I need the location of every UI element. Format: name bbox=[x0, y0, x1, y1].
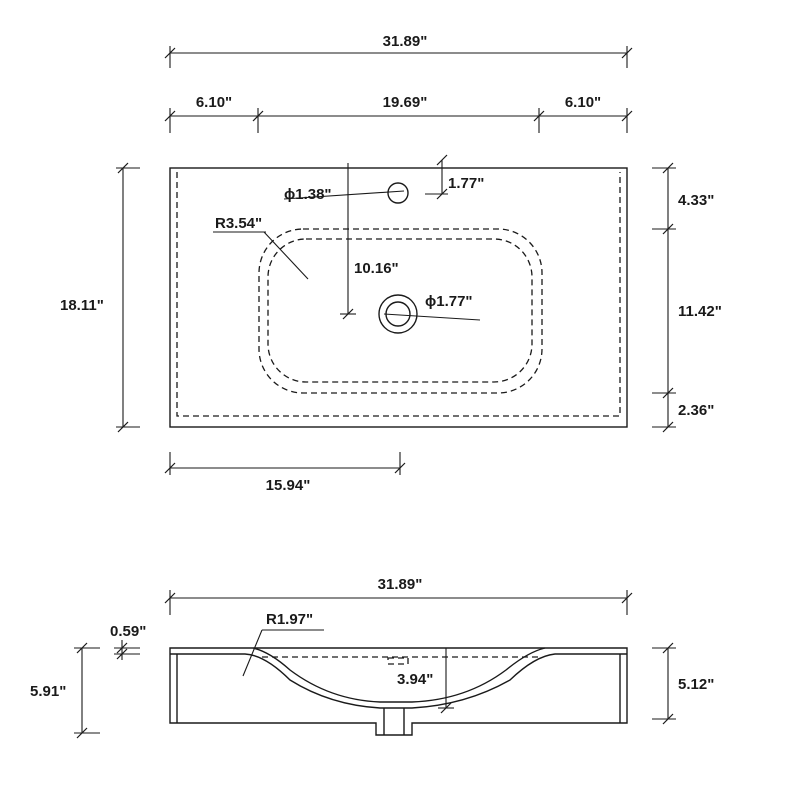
leader-edge-radius bbox=[242, 629, 263, 677]
label-bowl-depth: 11.42" bbox=[678, 303, 722, 320]
label-back-margin: 4.33" bbox=[678, 192, 714, 209]
label-front-width: 31.89" bbox=[378, 576, 423, 593]
label-faucet-offset: 1.77" bbox=[448, 175, 484, 192]
label-faucet-to-drain: 10.16" bbox=[354, 260, 399, 277]
label-drain-diameter: ϕ1.77" bbox=[425, 293, 473, 310]
front-outline bbox=[169, 647, 628, 736]
label-body-height: 5.12" bbox=[678, 676, 714, 693]
bowl-outline-inner bbox=[267, 238, 533, 383]
label-bowl-width: 19.69" bbox=[383, 94, 428, 111]
leader-bowl-radius bbox=[263, 231, 309, 280]
label-front-bowl-depth: 3.94" bbox=[397, 671, 433, 688]
label-right-margin: 6.10" bbox=[565, 94, 601, 111]
top-rim-dashed bbox=[176, 172, 621, 417]
label-front-margin: 2.36" bbox=[678, 402, 714, 419]
leader-faucet-hole bbox=[283, 190, 405, 200]
label-front-height: 5.91" bbox=[30, 683, 66, 700]
label-bowl-corner-radius: R3.54" bbox=[215, 215, 262, 232]
label-overall-depth: 18.11" bbox=[60, 297, 104, 314]
bowl-outline-outer bbox=[258, 228, 543, 394]
label-center-to-side: 15.94" bbox=[266, 477, 311, 494]
overflow-slot bbox=[387, 657, 409, 665]
label-overall-width: 31.89" bbox=[383, 33, 428, 50]
basin-profile-outer bbox=[170, 653, 627, 709]
top-view: 31.89" 6.10" 19.69" 6.10" 18.11" 4.33" 1… bbox=[60, 33, 722, 494]
leader-drain bbox=[383, 313, 481, 321]
label-faucet-hole-diameter: ϕ1.38" bbox=[284, 186, 332, 203]
faucet-hole bbox=[387, 182, 409, 204]
label-left-margin: 6.10" bbox=[196, 94, 232, 111]
front-view: 31.89" 0.59" 5.91" R1.97" 3.94" 5.12" bbox=[30, 576, 714, 739]
label-deck-thickness: 0.59" bbox=[110, 623, 146, 640]
top-outline bbox=[169, 167, 628, 428]
label-edge-radius: R1.97" bbox=[266, 611, 313, 628]
drain-outer bbox=[378, 294, 418, 334]
basin-profile-inner bbox=[252, 647, 546, 703]
